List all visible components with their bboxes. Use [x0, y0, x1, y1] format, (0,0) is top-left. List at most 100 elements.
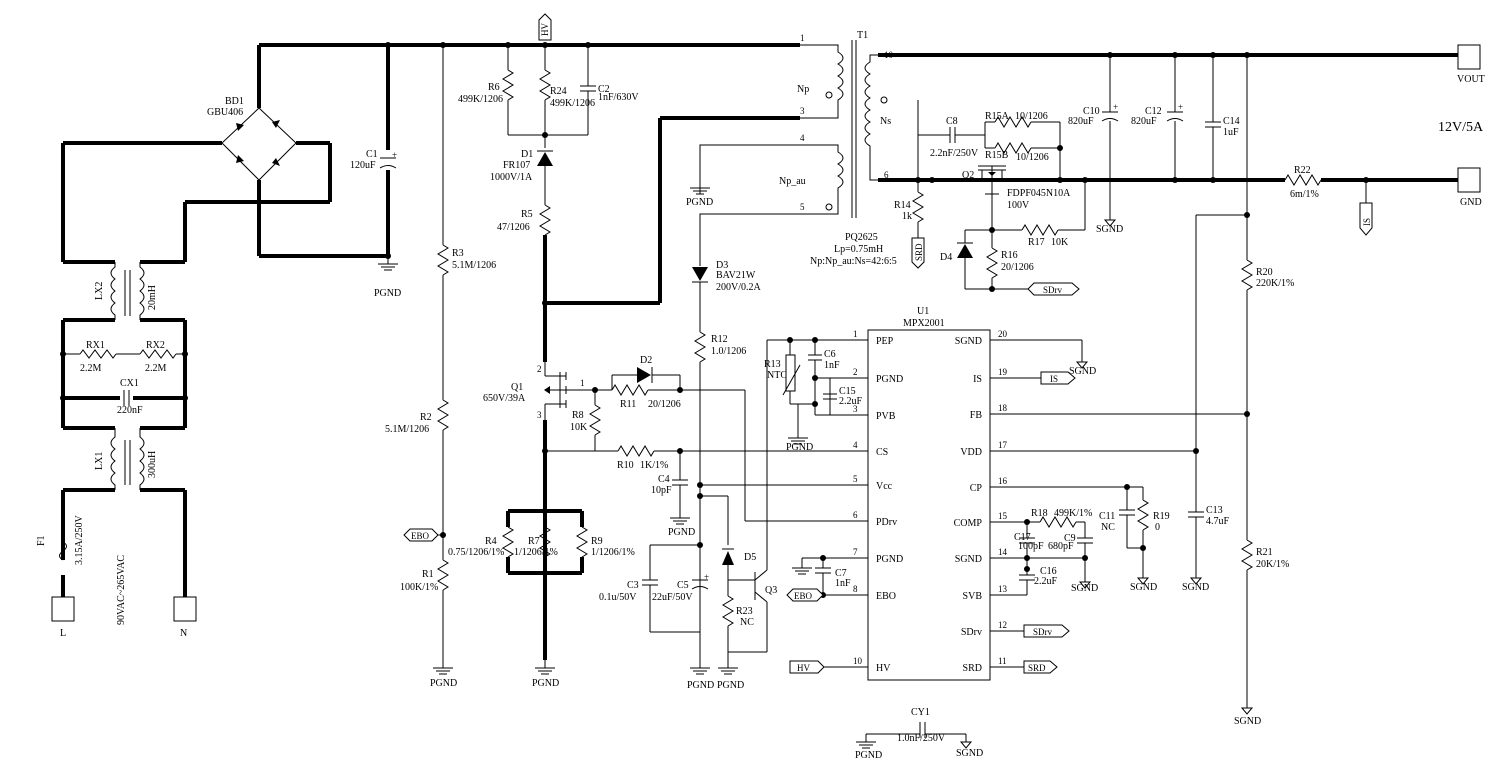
r9-ref: R9: [591, 536, 603, 547]
q2-part: FDPF045N10A: [1007, 188, 1071, 199]
u1-pin-3-number: 3: [853, 404, 858, 414]
d1: [537, 152, 553, 166]
sgnd-label-4: SGND: [1182, 582, 1209, 593]
cx1-value: 220nF: [117, 405, 143, 416]
spec-label: 12V/5A: [1438, 120, 1484, 135]
u1-pin-6-name: PDrv: [876, 517, 897, 528]
r16: [986, 247, 998, 279]
r6-value: 499K/1206: [458, 94, 503, 105]
sdrv-port-secondary[interactable]: [1027, 282, 1080, 296]
d2-ref: D2: [640, 355, 652, 366]
sgnd-label-7: SGND: [956, 748, 983, 759]
f1-value: 3.15A/250V: [74, 515, 85, 566]
sdrv-port-ic-label: SDrv: [1033, 627, 1053, 637]
rx2-ref: RX2: [146, 340, 165, 351]
u1-pin-20-name: SGND: [955, 336, 982, 347]
c11-value: NC: [1101, 522, 1115, 533]
terminal-l-label: L: [60, 628, 66, 639]
c10-value: 820uF: [1068, 116, 1094, 127]
r18-value: 499K/1%: [1054, 508, 1092, 519]
r10-ref: R10: [617, 460, 634, 471]
svg-text:+: +: [1178, 102, 1183, 112]
fuse-f1: [59, 541, 67, 561]
r22: [1284, 174, 1322, 186]
t1-pin-5: 5: [800, 202, 805, 212]
t1-ratio: Np:Np_au:Ns=42:6:5: [810, 256, 897, 267]
aux-supply: D3 BAV21W 200V/0.2A R12 1.0/1206 D5 R23 …: [599, 258, 868, 691]
terminal-n[interactable]: [173, 596, 197, 622]
u1-pin-11-number: 11: [998, 656, 1007, 666]
ebo-port-left[interactable]: [403, 528, 439, 542]
hv-port-top[interactable]: [538, 13, 552, 41]
r7-ref: R7: [528, 536, 540, 547]
cy1-value: 1.0nF/250V: [897, 733, 946, 744]
lx1-coil-a: [110, 428, 116, 490]
srd-port-ic[interactable]: [1023, 660, 1058, 674]
hv-port-top-label: HV: [540, 23, 550, 36]
transformer-t1: T1 1 3 4 5 10 6 Np Np_au Ns PQ2625 Lp=0.…: [686, 30, 897, 267]
srd-port-ic-label: SRD: [1028, 663, 1046, 673]
srd-port-secondary[interactable]: [911, 237, 925, 269]
is-port-secondary[interactable]: [1359, 202, 1373, 236]
svg-text:+: +: [392, 150, 397, 160]
c8-value: 2.2nF/250V: [930, 148, 979, 159]
r10: [617, 445, 655, 457]
u1-pin-18-number: 18: [998, 403, 1008, 413]
r3-ref: R3: [452, 248, 464, 259]
input-section: L N F1 3.15A/250V 90VAC~265VAC LX1 300uH…: [36, 42, 401, 639]
c1-value: 120uF: [350, 160, 376, 171]
c11-ref: C11: [1099, 511, 1115, 522]
d3-ref: D3: [716, 260, 728, 271]
lx1-ref: LX1: [94, 452, 105, 470]
c8-ref: C8: [946, 116, 958, 127]
terminal-gnd[interactable]: [1457, 167, 1481, 193]
rx1-value: 2.2M: [80, 363, 102, 374]
terminal-l[interactable]: [51, 596, 75, 622]
sgnd-label-2: SGND: [1130, 582, 1157, 593]
r10-value: 1K/1%: [640, 460, 668, 471]
input-range: 90VAC~265VAC: [116, 555, 127, 625]
d1-part: FR107: [503, 160, 530, 171]
r12-value: 1.0/1206: [711, 346, 746, 357]
r11-ref: R11: [620, 399, 636, 410]
is-port-ic-label: IS: [1050, 374, 1058, 384]
cy1-ref: CY1: [911, 707, 930, 718]
d3-value: 200V/0.2A: [716, 282, 762, 293]
is-port-ic[interactable]: [1040, 371, 1076, 385]
c5-value: 22uF/50V: [652, 592, 693, 603]
lx1-value: 300uH: [147, 451, 158, 478]
ebo-port-right[interactable]: [786, 588, 824, 602]
bd1-value: GBU406: [207, 107, 243, 118]
t1-pin-1: 1: [800, 33, 805, 43]
pgnd-label-9: PGND: [855, 750, 882, 761]
u1-part: MPX2001: [903, 318, 945, 329]
pgnd-label-8: PGND: [786, 442, 813, 453]
t1-pin-6: 6: [884, 170, 889, 180]
u1-pin-6-number: 6: [853, 510, 858, 520]
hv-port-ic[interactable]: [789, 660, 825, 674]
r17-value: 10K: [1051, 237, 1069, 248]
pgnd-label-6: PGND: [668, 527, 695, 538]
c10-ref: C10: [1083, 106, 1100, 117]
c6-ref: C6: [824, 349, 836, 360]
sdrv-port-ic[interactable]: [1023, 624, 1070, 638]
terminal-n-label: N: [180, 628, 187, 639]
u1-pin-19-name: IS: [973, 374, 982, 385]
r19-value: 0: [1155, 522, 1160, 533]
u1-pin-5-number: 5: [853, 474, 858, 484]
r14-value: 1k: [902, 211, 912, 222]
r5-value: 47/1206: [497, 222, 530, 233]
r7: [539, 526, 551, 558]
c16-ref: C16: [1040, 566, 1057, 577]
r24: [539, 69, 551, 101]
u1-pin-19-number: 19: [998, 367, 1008, 377]
r8-ref: R8: [572, 410, 584, 421]
terminal-vout[interactable]: [1457, 44, 1481, 70]
c4-ref: C4: [658, 474, 670, 485]
r14-ref: R14: [894, 200, 911, 211]
r21: [1241, 539, 1253, 571]
pgnd-label-3: PGND: [686, 197, 713, 208]
c7-ref: C7: [835, 568, 847, 579]
lx2-ref: LX2: [94, 282, 105, 300]
r15b-value: 10/1206: [1016, 152, 1049, 163]
